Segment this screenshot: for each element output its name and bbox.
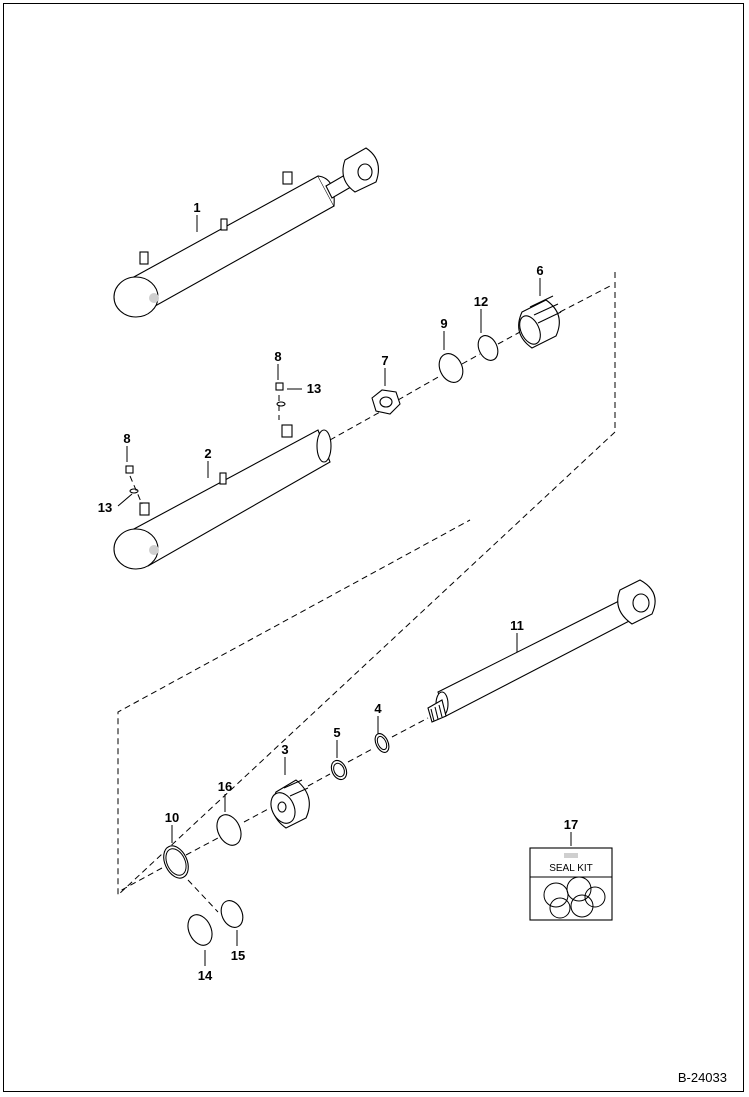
centerline-ring-ring-lower [347, 747, 375, 763]
centerline-ring-piston [307, 773, 331, 787]
rod-part-11 [427, 579, 656, 723]
seal-kit-ring [566, 876, 592, 902]
centerline-gland-end [559, 284, 613, 313]
seal-kit-ring [584, 886, 606, 908]
seal-part-13-upper [276, 401, 286, 407]
centerline-nut-ring [397, 375, 441, 401]
callout-16: 16 [218, 779, 232, 794]
seal-kit-ring [570, 894, 594, 918]
centerline-seal-drop [187, 879, 219, 913]
fitting-part-8-upper [275, 382, 284, 391]
ring-part-5 [330, 759, 348, 781]
callout-9: 9 [440, 316, 447, 331]
callout-5: 5 [333, 725, 340, 740]
fitting-part-8-lower [125, 465, 134, 474]
centerline-barrel-nut [329, 411, 381, 441]
leader-13b [117, 493, 133, 507]
callout-13-lower: 13 [98, 500, 112, 515]
callout-15: 15 [231, 948, 245, 963]
o-ring-part-9 [438, 353, 464, 383]
callout-14: 14 [198, 968, 213, 983]
callout-8-lower: 8 [123, 431, 130, 446]
ring-part-15 [220, 900, 244, 928]
figure-number: B-24033 [677, 1070, 727, 1085]
seal-kit-ring [543, 882, 569, 908]
centerline-ring-gland [497, 331, 521, 345]
page-border [3, 3, 744, 1092]
ring-part-4 [374, 733, 390, 753]
seal-kit-hang-tab [564, 853, 578, 858]
cylinder-assembly-part-1 [113, 147, 379, 318]
centerline-ring-ring [461, 353, 481, 365]
ring-part-14 [187, 914, 213, 946]
centerline-fitting-lower [129, 475, 143, 505]
centerline-ring-seal [185, 837, 219, 856]
callout-6: 6 [536, 263, 543, 278]
leader-lines [117, 215, 572, 966]
callout-13-upper: 13 [307, 381, 321, 396]
nut-part-7 [371, 389, 401, 415]
callout-2: 2 [204, 446, 211, 461]
centerline-piston-ring [243, 807, 271, 823]
backup-ring-part-12 [477, 335, 499, 361]
callout-4: 4 [374, 701, 382, 716]
callout-7: 7 [381, 353, 388, 368]
barrel-part-2 [113, 424, 332, 570]
callout-17: 17 [564, 817, 578, 832]
assembly-boundary-dashed [117, 272, 616, 897]
seal-part-13-lower [129, 488, 139, 494]
piston-part-3 [270, 779, 310, 829]
seal-kit-part-17: SEAL KIT [529, 847, 613, 921]
gland-part-6 [518, 295, 562, 349]
centerline-rod-ring [391, 717, 429, 738]
callout-numbers: 1 2 3 4 5 6 7 8 8 9 10 11 12 13 13 14 15… [98, 200, 578, 983]
callout-3: 3 [281, 742, 288, 757]
callout-8-upper: 8 [274, 349, 281, 364]
centerline-lower-end [117, 867, 163, 893]
seal-kit-ring [549, 897, 571, 919]
seal-kit-label: SEAL KIT [549, 863, 593, 874]
callout-10: 10 [165, 810, 179, 825]
callout-1: 1 [193, 200, 200, 215]
callout-12: 12 [474, 294, 488, 309]
o-ring-part-16 [216, 814, 242, 846]
piston-seal-part-10 [163, 845, 189, 879]
callout-11: 11 [510, 618, 524, 633]
